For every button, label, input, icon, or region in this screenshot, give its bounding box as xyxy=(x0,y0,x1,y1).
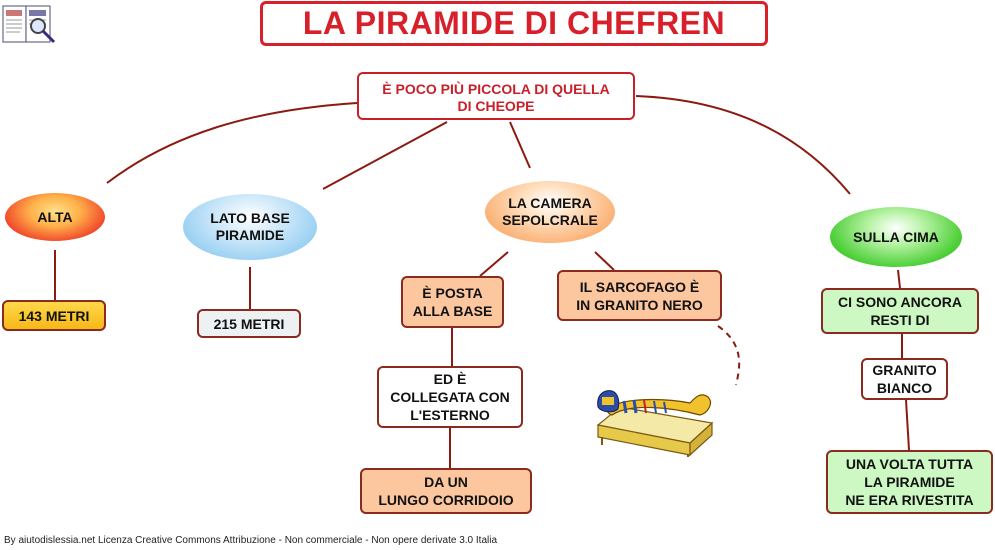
lato-line2: PIRAMIDE xyxy=(215,227,285,243)
sarcofago-line2: IN GRANITO NERO xyxy=(576,296,703,313)
rivestita-line1: UNA VOLTA TUTTA xyxy=(845,456,974,472)
collegata-line3: L'ESTERNO xyxy=(410,407,490,423)
granito-line2: BIANCO xyxy=(876,380,933,396)
root-line2: DI CHEOPE xyxy=(457,98,535,114)
node-camera-sepolcrale: LA CAMERA SEPOLCRALE xyxy=(485,181,615,243)
granito-line1: GRANITO xyxy=(872,362,937,378)
posta-line2: ALLA BASE xyxy=(412,303,493,319)
connector-root-alta xyxy=(106,102,358,184)
camera-line1: LA CAMERA xyxy=(508,195,592,211)
connector-root-cima xyxy=(635,95,851,195)
sarcophagus-illustration xyxy=(596,390,714,457)
node-lato-base: LATO BASE PIRAMIDE xyxy=(183,194,317,260)
posta-line1: È POSTA xyxy=(422,285,483,301)
connector-camera-sarcofago xyxy=(594,251,615,271)
resti-line1: CI SONO ANCORA xyxy=(838,294,962,310)
lato-line1: LATO BASE xyxy=(210,210,290,226)
node-sulla-cima: SULLA CIMA xyxy=(830,207,962,267)
root-line1: È POCO PIÙ PICCOLA DI QUELLA xyxy=(382,81,610,97)
connector-root-camera xyxy=(509,121,531,169)
node-sarcofago: IL SARCOFAGO È IN GRANITO NERO xyxy=(557,270,722,321)
root-node: È POCO PIÙ PICCOLA DI QUELLA DI CHEOPE xyxy=(357,72,635,120)
corridoio-line2: LUNGO CORRIDOIO xyxy=(378,492,514,508)
collegata-line1: ED È xyxy=(433,371,467,387)
corridoio-line1: DA UN xyxy=(424,474,468,490)
node-143-metri: 143 METRI xyxy=(2,300,106,331)
sarcofago-line1: IL SARCOFAGO È xyxy=(579,278,700,295)
footer-license: By aiutodislessia.net Licenza Creative C… xyxy=(4,535,498,546)
rivestita-line3: NE ERA RIVESTITA xyxy=(845,492,974,508)
camera-line2: SEPOLCRALE xyxy=(502,212,598,228)
book-magnifier-icon xyxy=(2,5,56,44)
connector-sarcofago-image xyxy=(717,325,741,386)
node-resti-di: CI SONO ANCORA RESTI DI xyxy=(821,288,979,334)
connector-cima-resti xyxy=(897,269,901,289)
node-215-metri: 215 METRI xyxy=(197,309,301,338)
node-collegata-esterno: ED È COLLEGATA CON L'ESTERNO xyxy=(377,366,523,428)
page-title: LA PIRAMIDE DI CHEFREN xyxy=(260,1,768,46)
node-rivestita: UNA VOLTA TUTTA LA PIRAMIDE NE ERA RIVES… xyxy=(826,450,993,514)
resti-line2: RESTI DI xyxy=(870,312,930,328)
collegata-line2: COLLEGATA CON xyxy=(390,389,510,405)
node-granito-bianco: GRANITO BIANCO xyxy=(861,358,948,400)
node-alta: ALTA xyxy=(5,193,105,241)
node-posta-alla-base: È POSTA ALLA BASE xyxy=(401,276,504,328)
rivestita-line2: LA PIRAMIDE xyxy=(864,474,955,490)
node-lungo-corridoio: DA UN LUNGO CORRIDOIO xyxy=(360,468,532,514)
connector-granito-rivestita xyxy=(905,399,910,451)
connector-camera-posta xyxy=(479,251,509,277)
connector-root-lato xyxy=(322,121,448,190)
